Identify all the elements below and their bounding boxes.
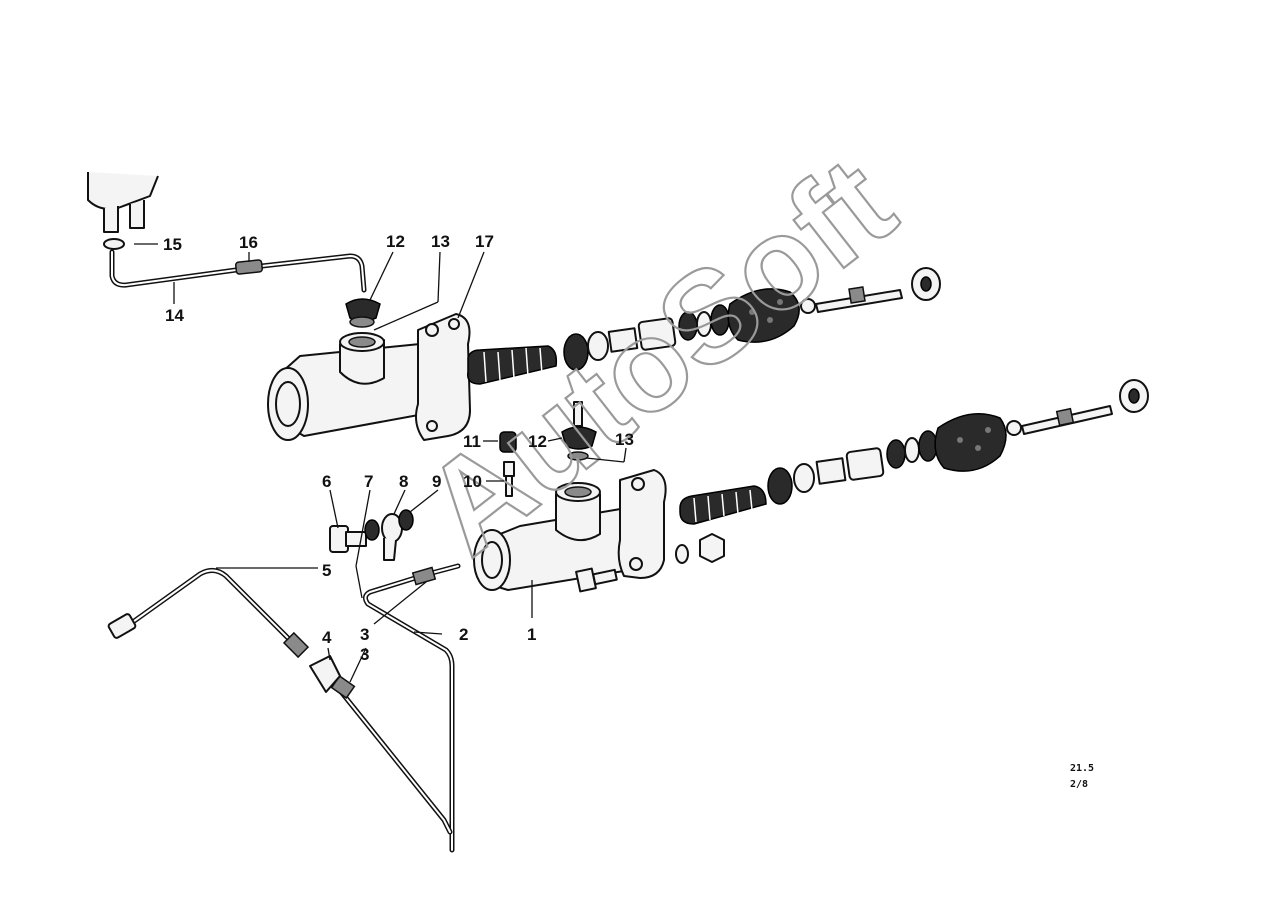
lower-assembly [107,379,1149,853]
callout-2: 2 [459,625,468,644]
reference-line-2: 2/8 [1070,779,1088,790]
callout-17: 17 [475,232,494,251]
push-rod-lower [1021,379,1149,435]
bleed-nipple-10 [503,461,515,497]
fluid-reservoir [87,172,159,233]
callout-12: 12 [386,232,405,251]
banjo-union-8 [381,513,403,561]
callout-labels: 1 2 3 3 4 5 6 7 8 9 10 11 12 12 13 13 14… [163,232,634,664]
callout-11: 11 [463,432,481,451]
washer-15 [103,238,125,250]
callout-3: 3 [360,625,369,644]
dust-boot-upper [467,345,558,385]
callout-16: 16 [239,233,258,252]
master-cylinder-lower [473,469,667,591]
callout-15: 15 [163,235,182,254]
flange-bolt [575,567,618,593]
piston-stack-upper [563,288,816,371]
master-cylinder-upper [267,313,471,441]
dust-boot-lower [679,485,767,525]
feed-hose [109,249,367,293]
callout-13: 13 [615,430,634,449]
callout-4: 4 [322,628,332,647]
callout-13: 13 [431,232,450,251]
callout-6: 6 [322,472,331,491]
callout-14: 14 [165,306,184,325]
pipe-3 [330,675,453,835]
callout-5: 5 [322,561,331,580]
hose-5 [107,568,310,659]
callout-9: 9 [432,472,441,491]
seal-washer-9 [398,509,414,531]
callout-8: 8 [399,472,408,491]
upper-assembly [87,172,941,441]
banjo-bolt-6 [329,525,367,553]
nut [699,533,725,563]
callout-3: 3 [360,645,369,664]
callout-12: 12 [528,432,547,451]
washer [675,544,689,564]
leader-lines [134,243,627,683]
pipe-union-3 [411,566,437,586]
reference-line-1: 21.5 [1070,763,1094,774]
pipe-2 [362,563,461,853]
bracket-4 [309,655,341,693]
push-rod-upper [815,267,941,313]
piston-stack-lower [767,413,1022,505]
callout-7: 7 [364,472,373,491]
callout-10: 10 [463,472,482,491]
reservoir-cap-lower [561,401,597,461]
reservoir-cap-upper [345,298,381,328]
reference-code: 21.5 2/8 [1070,763,1094,790]
seal-washer-7 [364,519,380,541]
callout-1: 1 [527,625,536,644]
bleed-cap-11 [499,431,517,453]
